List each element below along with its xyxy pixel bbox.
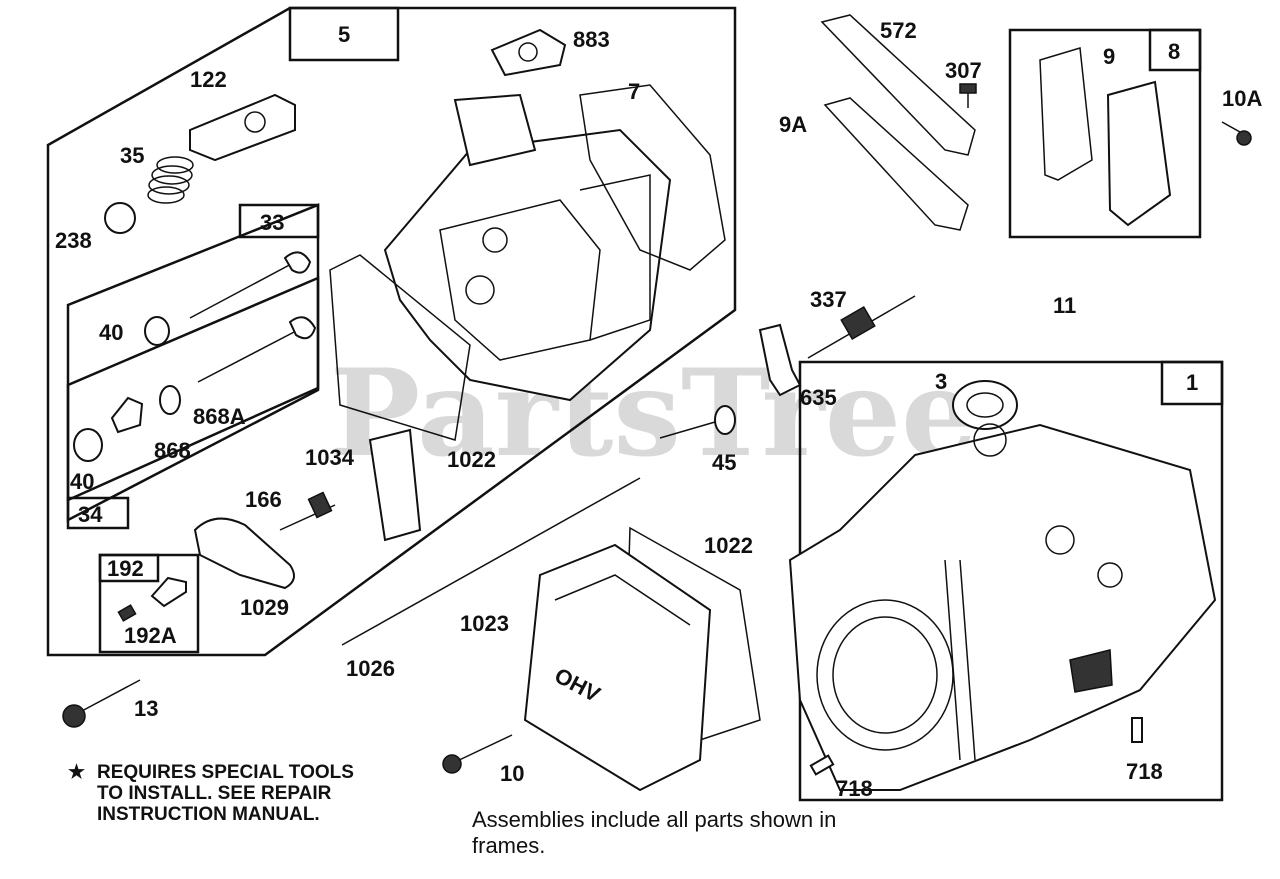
frame-8-outline [1008, 28, 1202, 239]
label-33: 33 [260, 210, 284, 235]
label-883: 883 [573, 27, 610, 52]
bolt-13-drawing [62, 679, 141, 728]
label-13: 13 [134, 696, 158, 721]
label-718-left: 718 [836, 776, 873, 801]
watermark: PartsTree [330, 343, 977, 484]
label-1026: 1026 [346, 656, 395, 681]
pushrod-1026-drawing [341, 477, 641, 646]
adjuster-192-drawing [150, 576, 187, 608]
gasket-9A-drawing [823, 97, 969, 231]
rocker-arm-1029-drawing [193, 517, 295, 590]
label-7: 7 [628, 79, 640, 104]
gasket-572-drawing [820, 14, 976, 156]
label-3: 3 [935, 369, 947, 394]
retainer-40-lower-drawing [73, 428, 103, 462]
label-1023: 1023 [460, 611, 509, 636]
cover-gasket-1022a-drawing [329, 254, 471, 441]
cap-238-drawing [104, 202, 136, 234]
label-1034: 1034 [305, 445, 355, 470]
gasket-883-drawing [490, 28, 567, 77]
pin-718b-drawing [1131, 717, 1143, 743]
frame-192-tag [98, 553, 160, 583]
spark-plug-337-drawing [807, 295, 916, 359]
plate-1034-drawing [368, 428, 422, 542]
screw-192A-drawing [117, 604, 137, 622]
intake-valve-drawing [197, 316, 317, 383]
label-8: 8 [1168, 39, 1180, 64]
rocker-plate-122-drawing [189, 93, 296, 162]
note-line-3: INSTRUCTION MANUAL. [97, 804, 320, 825]
label-40-upper: 40 [99, 320, 123, 345]
seal-868-drawing [110, 396, 144, 434]
screw-307-drawing [959, 83, 977, 108]
frame-5-outline [46, 6, 737, 657]
exhaust-valve-drawing [189, 251, 312, 319]
frame-33-tag [238, 203, 320, 239]
label-5: 5 [338, 22, 350, 47]
label-10: 10 [500, 761, 524, 786]
label-11: 11 [1053, 293, 1076, 318]
retainer-40-upper-drawing [144, 316, 170, 346]
gasket-9-drawing [1039, 47, 1093, 181]
caption-line-1: Assemblies include all parts shown in [472, 807, 836, 832]
label-1: 1 [1186, 370, 1198, 395]
frame-34-outline [66, 276, 320, 502]
cylinder-block-drawing [788, 423, 1217, 791]
note-star-icon: ★ [68, 762, 85, 783]
label-337: 337 [810, 287, 847, 312]
breather-8-drawing [1106, 80, 1172, 227]
label-307: 307 [945, 58, 982, 83]
label-35: 35 [120, 143, 144, 168]
valve-spring-35-drawing [147, 156, 194, 204]
label-192: 192 [107, 556, 144, 581]
label-40-lower: 40 [70, 469, 94, 494]
label-1022-upper: 1022 [447, 447, 496, 472]
screw-10A-drawing [1221, 121, 1252, 146]
note-line-2: TO INSTALL. SEE REPAIR [97, 783, 332, 804]
label-718-right: 718 [1126, 759, 1163, 784]
frame-33-outline [66, 203, 320, 523]
caption-line-2: frames. [472, 833, 545, 858]
cylinder-head-drawing [383, 93, 672, 402]
head-gasket-7-drawing [579, 84, 726, 271]
washer-868A-drawing [159, 385, 181, 415]
tube-45-drawing [659, 405, 736, 439]
stud-166-drawing [279, 491, 336, 531]
bolt-10-drawing [442, 734, 513, 774]
frame-8-tag [1148, 28, 1202, 72]
label-1029: 1029 [240, 595, 289, 620]
label-1022-lower: 1022 [704, 533, 753, 558]
label-868: 868 [154, 438, 191, 463]
frame-1-tag [1160, 360, 1224, 406]
label-166: 166 [245, 487, 282, 512]
label-192A: 192A [124, 623, 177, 648]
seal-3-drawing [952, 380, 1018, 430]
note-line-1: REQUIRES SPECIAL TOOLS [97, 762, 354, 783]
label-572: 572 [880, 18, 917, 43]
label-238: 238 [55, 228, 92, 253]
label-9: 9 [1103, 44, 1115, 69]
label-10A: 10A [1222, 86, 1262, 111]
frame-5-tag [288, 6, 400, 62]
label-45: 45 [712, 450, 736, 475]
label-122: 122 [190, 67, 227, 92]
pin-718a-drawing [809, 754, 835, 776]
boot-635-drawing [758, 323, 802, 397]
valve-cover-1023-drawing: OHV [523, 543, 712, 792]
label-635: 635 [800, 385, 837, 410]
label-9A: 9A [779, 112, 807, 137]
frame-34-tag [66, 496, 130, 530]
label-34: 34 [78, 502, 103, 527]
label-868A: 868A [193, 404, 246, 429]
